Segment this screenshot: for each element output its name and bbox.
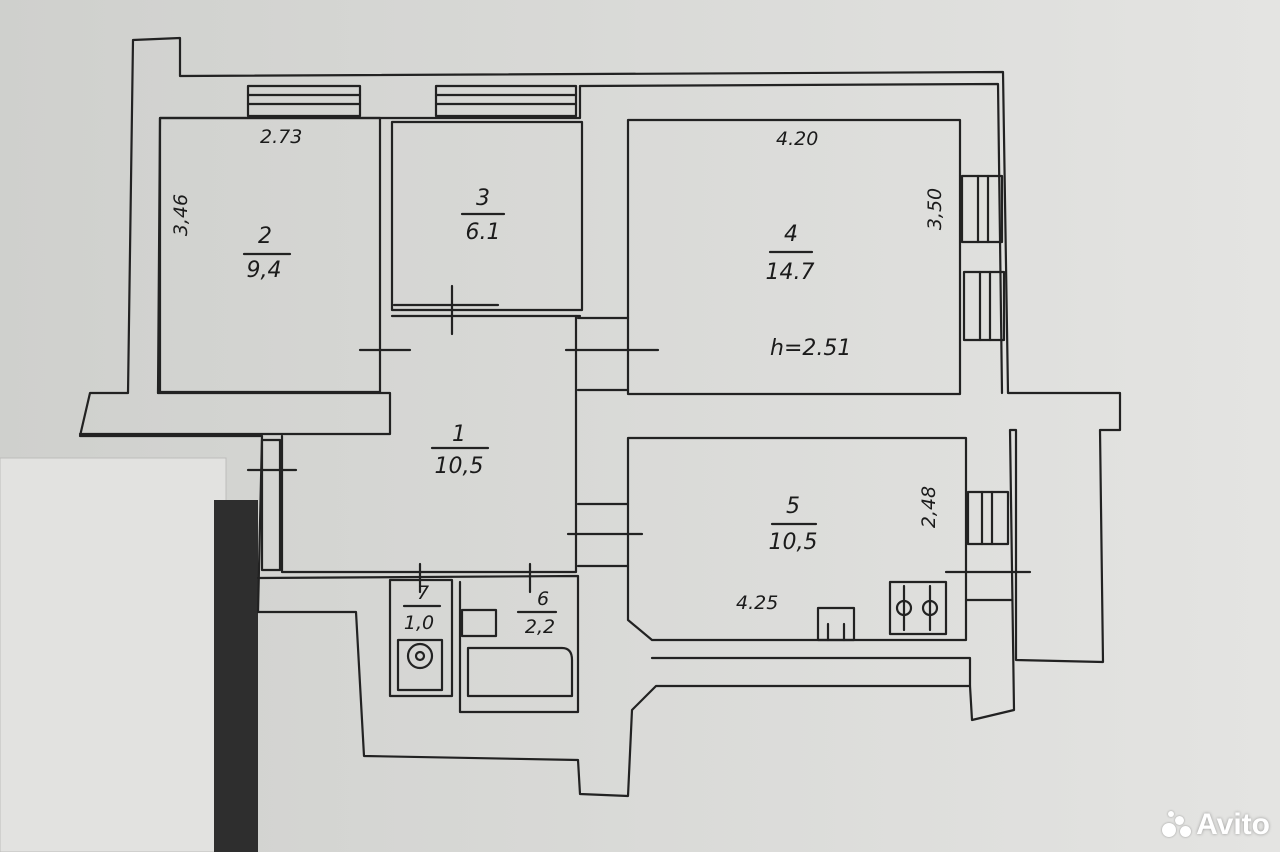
room-2-area: 9,4 — [246, 258, 282, 283]
room-6-number: 6 — [536, 588, 550, 610]
room-4-depth-dim: 3,50 — [924, 187, 947, 231]
plan-walls — [78, 36, 1122, 798]
room-2-depth-dim: 3,46 — [170, 193, 193, 237]
room-3-area: 6.1 — [465, 220, 501, 245]
room-7-number: 7 — [416, 582, 430, 604]
room-5-depth-dim: 2,48 — [918, 485, 941, 529]
room-1-number: 1 — [452, 422, 466, 447]
room-4-area: 14.7 — [765, 260, 815, 285]
room-3-number: 3 — [476, 186, 490, 211]
room-4-number: 4 — [784, 222, 798, 247]
room-1-area: 10,5 — [434, 454, 484, 479]
room-6-area: 2,2 — [524, 616, 556, 638]
room-5-area: 10,5 — [768, 530, 818, 555]
room-5-width-dim: 4.25 — [736, 592, 779, 614]
room-2-width-dim: 2.73 — [260, 126, 303, 148]
avito-logo-icon — [1162, 811, 1192, 839]
room-4-width-dim: 4.20 — [776, 128, 819, 150]
ceiling-height: h=2.51 — [770, 336, 852, 361]
avito-brand-text: Avito — [1196, 808, 1270, 841]
avito-watermark: Avito — [1162, 808, 1270, 842]
room-2-number: 2 — [258, 224, 272, 249]
overlapping-sheet — [0, 457, 227, 852]
room-7-area: 1,0 — [403, 612, 435, 634]
room-5-number: 5 — [786, 494, 800, 519]
